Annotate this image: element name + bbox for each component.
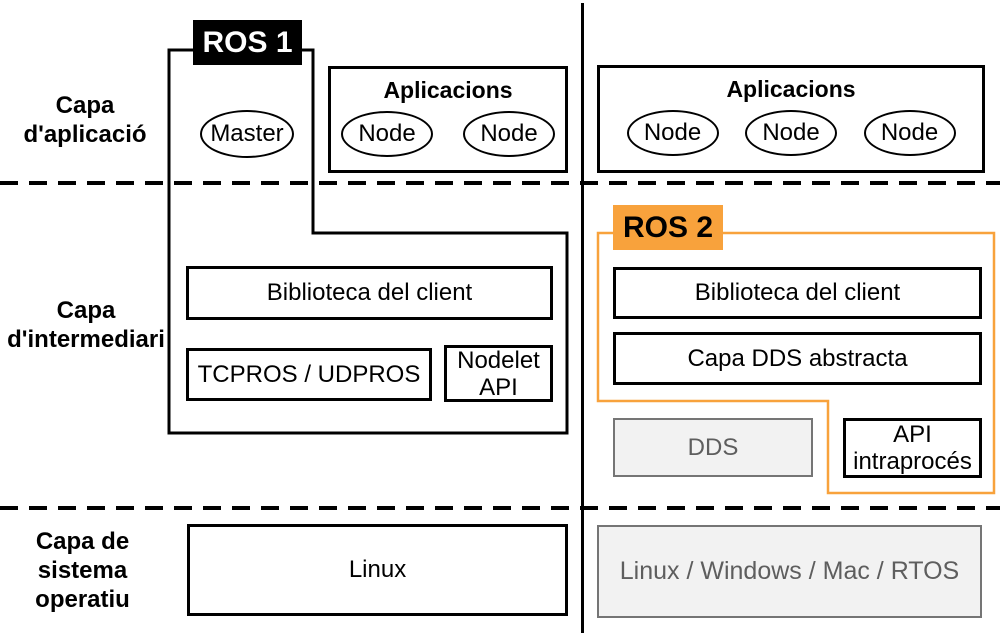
ros2-dds-box: DDS — [613, 418, 813, 477]
ros2-operating-system-box: Linux / Windows / Mac / RTOS — [597, 525, 982, 618]
ros1-nodelet-api-box: Nodelet API — [444, 345, 553, 402]
ros2-dds-abstract-layer-box: Capa DDS abstracta — [613, 332, 982, 385]
ros2-badge: ROS 2 — [613, 205, 723, 250]
ros2-applications-box: Aplicacions Node Node Node — [597, 65, 985, 173]
ros1-ros2-divider — [581, 3, 584, 633]
ros2-applications-title: Aplicacions — [726, 76, 856, 102]
layer-label-operating-system: Capa de sistema operatiu — [35, 528, 130, 613]
layer-label-middleware: Capa d'intermediari — [7, 297, 165, 353]
ros2-node-3: Node — [863, 110, 956, 156]
ros1-node-1: Node — [341, 111, 433, 157]
layer-separator-bottom — [0, 506, 1000, 510]
ros2-intraprocess-api-box: API intraprocés — [843, 418, 982, 478]
ros2-client-library-box: Biblioteca del client — [613, 267, 982, 319]
ros1-node-row: Node Node — [331, 111, 565, 157]
ros1-node-2: Node — [463, 111, 555, 157]
ros1-master-node: Master — [200, 110, 294, 158]
ros1-applications-box: Aplicacions Node Node — [328, 66, 568, 173]
ros1-operating-system-box: Linux — [187, 524, 568, 616]
ros2-node-row: Node Node Node — [600, 110, 982, 156]
layer-label-application: Capa d'aplicació — [23, 92, 147, 148]
ros1-applications-title: Aplicacions — [383, 77, 513, 103]
ros1-badge: ROS 1 — [193, 20, 302, 65]
ros1-client-library-box: Biblioteca del client — [186, 266, 553, 320]
ros1-transport-box: TCPROS / UDPROS — [186, 348, 432, 401]
ros2-node-1: Node — [626, 110, 719, 156]
ros2-node-2: Node — [745, 110, 837, 156]
layer-separator-top — [0, 181, 1000, 185]
